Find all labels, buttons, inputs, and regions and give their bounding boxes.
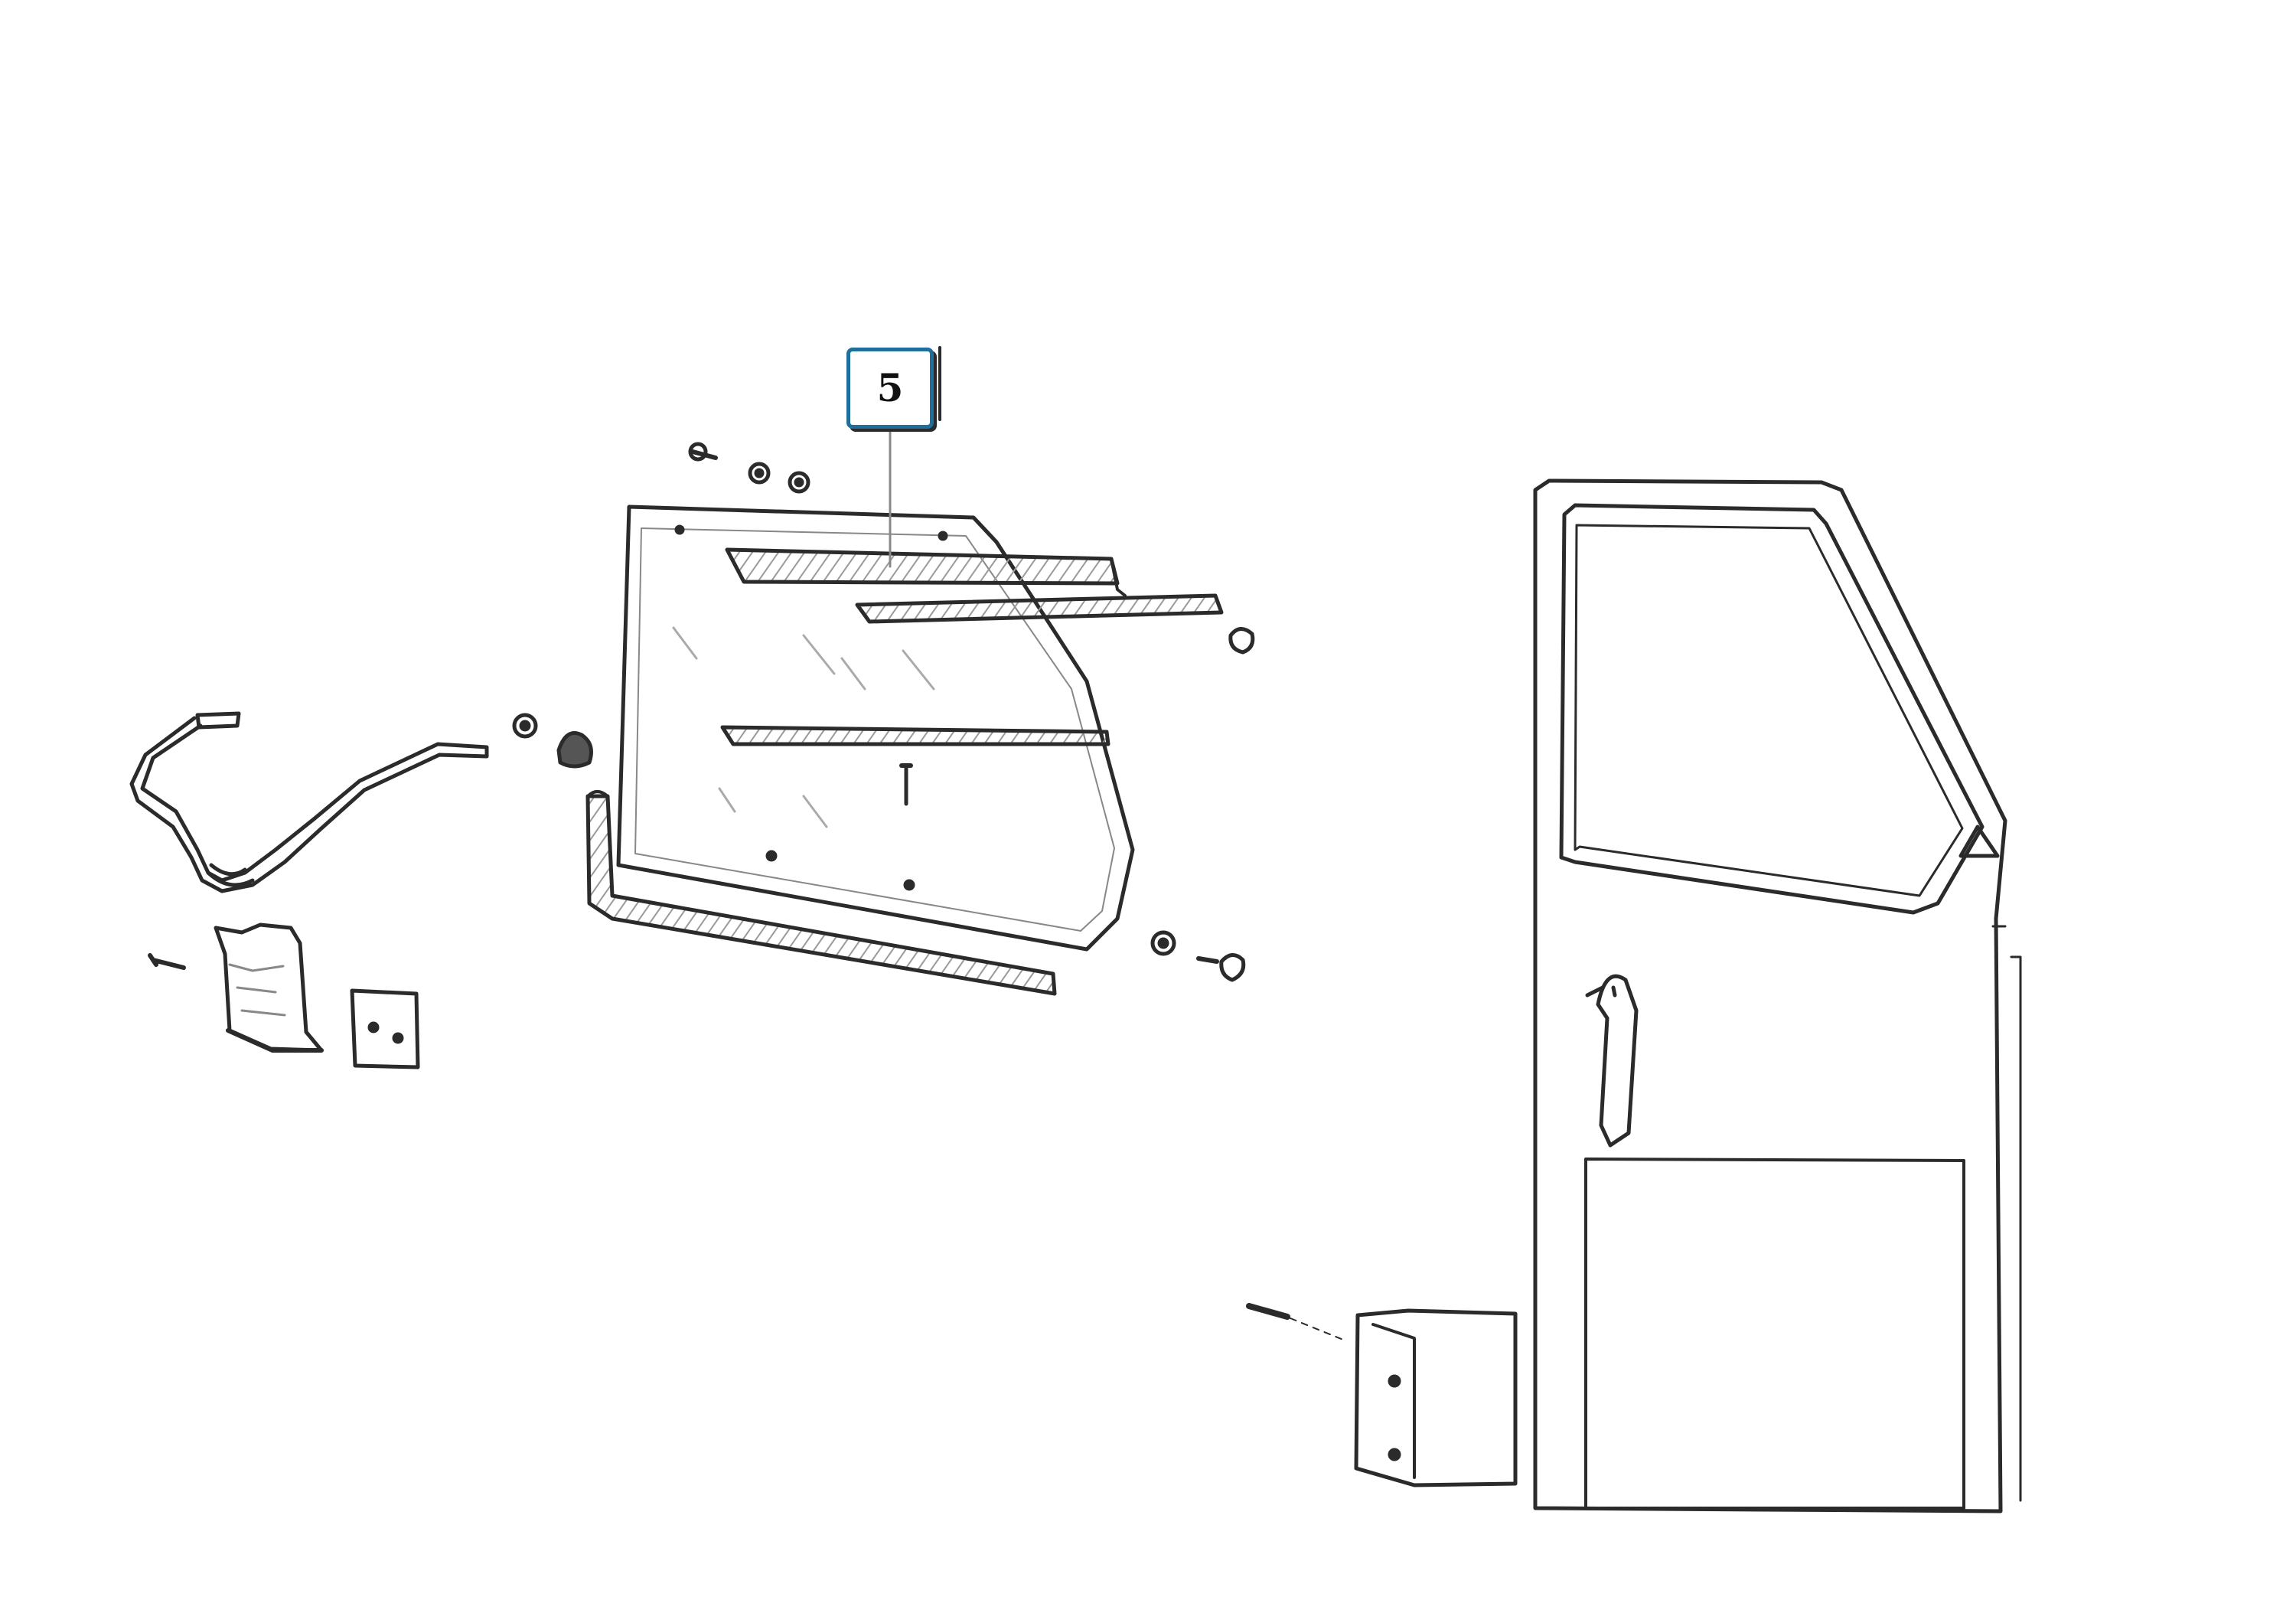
vertical-screw [899, 763, 913, 806]
bracket-screw [148, 953, 186, 970]
door-armrest-bracket [1354, 1308, 1518, 1487]
fastener-set-right-lower [1150, 930, 1246, 982]
upper-glass-channel [725, 547, 1224, 624]
callout-label: 5 [876, 365, 904, 410]
fastener-set-top [688, 442, 810, 494]
armrest-screw [1246, 1303, 1348, 1342]
window-regulator [129, 711, 489, 893]
rubber-stop-right [1228, 627, 1255, 655]
mounting-plate [350, 988, 420, 1069]
regulator-bracket [214, 922, 324, 1053]
fastener-set-left [512, 713, 593, 769]
middle-glass-channel [720, 725, 1110, 746]
lower-glass-run-channel [585, 790, 1057, 996]
door-shell [1533, 478, 2022, 1513]
callout-box-5: 5 [846, 348, 934, 429]
